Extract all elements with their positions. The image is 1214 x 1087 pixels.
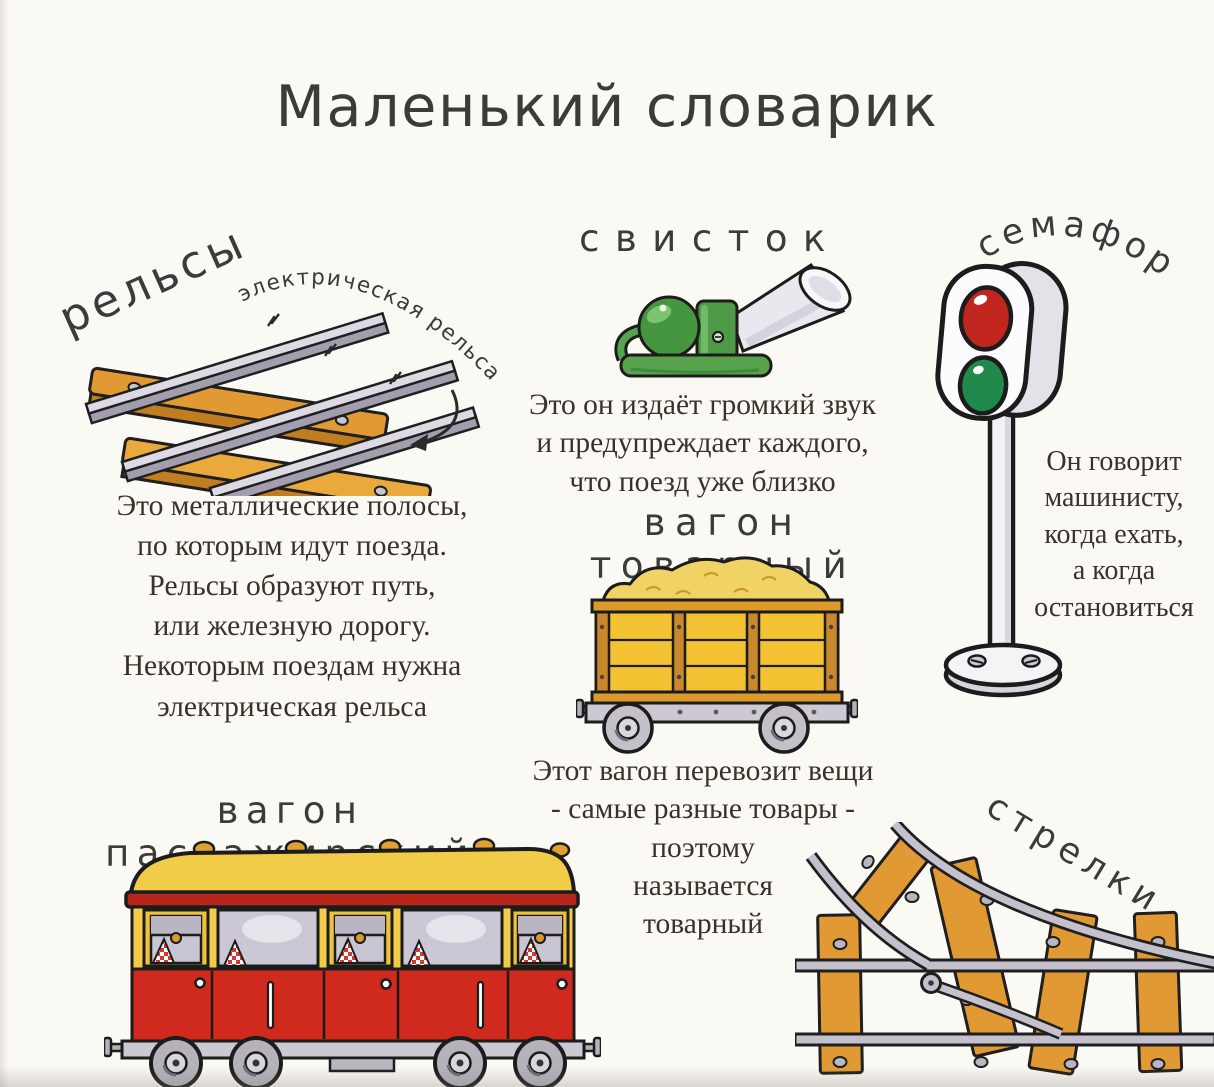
wide-window [216, 908, 320, 968]
straight-rail [795, 1032, 1214, 1047]
framed-window [142, 908, 210, 968]
curved-arrow-icon [410, 389, 459, 451]
goods-heap [600, 556, 832, 606]
red-light [958, 285, 1014, 352]
door-handle [380, 978, 392, 990]
door-handle [194, 977, 206, 989]
framed-window [326, 908, 394, 968]
whistle-label: свисток [579, 217, 841, 260]
bottom-rail [590, 690, 844, 705]
wheel [513, 1036, 567, 1087]
whistle-ball [637, 295, 701, 359]
buffer-left [576, 698, 585, 719]
spark-icons [267, 313, 402, 385]
semaphore-description: Он говорит машинисту, когда ехать, а ког… [1034, 446, 1194, 623]
freight-car-description: Этот вагон перевозит вещи - самые разные… [532, 755, 874, 941]
train-whistle-illustration [614, 262, 852, 378]
green-light [957, 355, 1009, 416]
lower-body [130, 967, 576, 1043]
door-handle [556, 978, 568, 990]
freight-body [594, 610, 840, 694]
buffer-left [104, 1036, 113, 1058]
horn-mouth [798, 266, 852, 312]
wheel [602, 702, 654, 754]
base-screw [967, 654, 1041, 668]
rails-description: Это металлические полосы, по которым иду… [116, 490, 468, 723]
whistle-description: Это он издаёт громкий звук и предупрежда… [528, 389, 877, 498]
switch-blade [920, 972, 1064, 1040]
wide-window [400, 908, 504, 968]
wheel [229, 1036, 283, 1087]
framed-window [510, 908, 570, 968]
top-rail [590, 598, 844, 614]
wheel [433, 1036, 487, 1087]
page-title: Маленький словарик [275, 74, 939, 140]
railway-track-illustration [84, 311, 481, 496]
rails [84, 311, 481, 496]
freight-wagon-illustration [576, 556, 858, 754]
passenger-wagon-illustration [104, 837, 601, 1087]
curved-branch-rails [805, 822, 1214, 971]
railway-switches-illustration [795, 822, 1214, 1076]
page-edge-shadow-bottom [0, 1067, 1214, 1087]
wheel [149, 1036, 203, 1087]
electric-rail [208, 406, 481, 496]
roof [124, 837, 580, 909]
roof-stripe [124, 890, 580, 909]
buffer-right [849, 698, 858, 719]
page-edge-shadow-left [0, 0, 9, 1087]
signal-base [943, 642, 1063, 688]
railway-signal-illustration [935, 261, 1069, 698]
straight-rail [795, 958, 1214, 973]
buffer-right [592, 1036, 601, 1058]
signal-head [935, 261, 1069, 421]
wheel [758, 702, 810, 754]
